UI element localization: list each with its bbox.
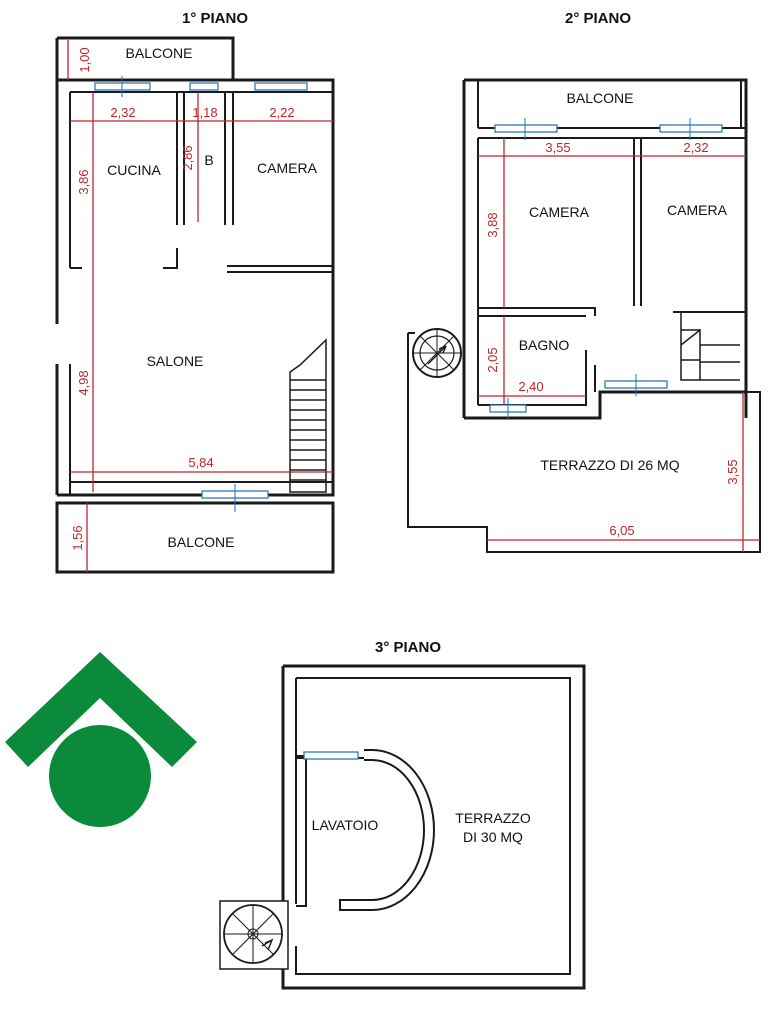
dimension-label: 1,00 xyxy=(77,47,92,72)
dimension-label: 2,05 xyxy=(485,347,500,372)
logo-chevron-icon xyxy=(5,652,197,767)
floor-title-2: 2° PIANO xyxy=(565,10,631,27)
room-label: TERRAZZO xyxy=(455,810,531,826)
room-label: CAMERA xyxy=(529,204,590,220)
room-label: BALCONE xyxy=(126,45,193,61)
window xyxy=(254,82,308,91)
room-label: TERRAZZO DI 26 MQ xyxy=(540,457,679,473)
floor-3-plan: LAVATOIO TERRAZZO DI 30 MQ xyxy=(219,664,586,990)
dimension-label: 3,86 xyxy=(76,169,91,194)
dimension-label: 2,22 xyxy=(269,105,294,120)
room-label: B xyxy=(204,152,213,168)
room-label: CAMERA xyxy=(257,160,318,176)
room-label: SALONE xyxy=(147,353,204,369)
dimension-label: 2,32 xyxy=(110,105,135,120)
logo-circle-icon xyxy=(49,725,151,827)
dimension-label: 5,84 xyxy=(188,455,213,470)
dimension-label: 2,32 xyxy=(683,140,708,155)
spiral-stair-icon xyxy=(412,328,462,378)
dimension-label: 3,88 xyxy=(485,212,500,237)
window xyxy=(189,82,219,91)
window xyxy=(303,751,359,760)
floor-2-stair xyxy=(680,312,740,381)
room-label: DI 30 MQ xyxy=(463,829,523,845)
dimension-label: 2,86 xyxy=(180,145,195,170)
window xyxy=(494,118,558,140)
window xyxy=(659,118,723,140)
room-label: CAMERA xyxy=(667,202,728,218)
spiral-stair-icon xyxy=(219,900,289,970)
dimension-label: 1,56 xyxy=(70,525,85,550)
dimension-label: 4,98 xyxy=(76,370,91,395)
dimension-label: 3,55 xyxy=(725,459,740,484)
floor-title-1: 1° PIANO xyxy=(182,10,248,27)
logo xyxy=(5,652,197,827)
floor-title-3: 3° PIANO xyxy=(375,639,441,656)
room-label: BALCONE xyxy=(168,534,235,550)
floor-2-plan: BALCONE CAMERA CAMERA BAGNO TERRAZZO DI … xyxy=(407,78,761,553)
floor-1-stair xyxy=(289,338,327,493)
dimension-label: 2,40 xyxy=(518,379,543,394)
dimension-label: 1,18 xyxy=(192,105,217,120)
room-label: BALCONE xyxy=(567,90,634,106)
room-label: LAVATOIO xyxy=(312,817,379,833)
window xyxy=(201,484,269,512)
window xyxy=(94,76,151,97)
floor-1-plan: BALCONE CUCINA B CAMERA SALONE BALCONE 1… xyxy=(55,36,335,574)
room-label: CUCINA xyxy=(107,162,161,178)
window xyxy=(489,398,527,420)
window xyxy=(604,374,668,396)
room-label: BAGNO xyxy=(519,337,570,353)
dimension-label: 3,55 xyxy=(545,140,570,155)
dimension-label: 6,05 xyxy=(609,523,634,538)
